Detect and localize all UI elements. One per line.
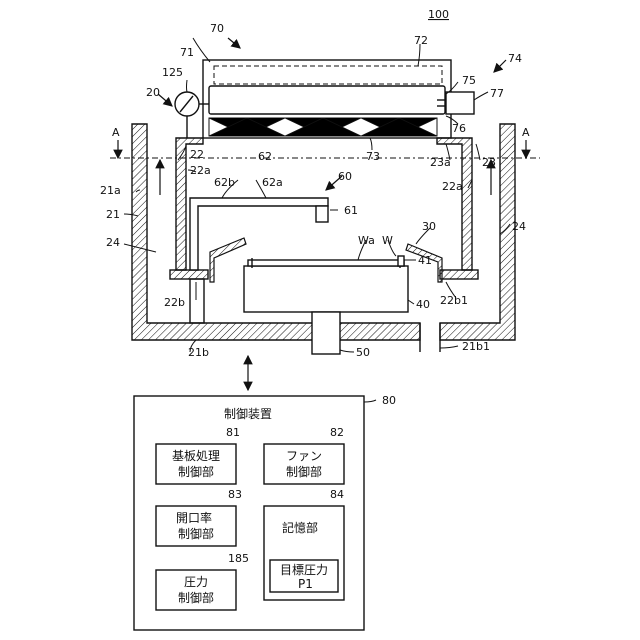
label-30: 30 <box>422 220 436 233</box>
label-60: 60 <box>338 170 352 183</box>
wafer-W <box>248 260 404 266</box>
label-24-right: 24 <box>512 220 526 233</box>
block-81-l2: 制御部 <box>178 464 214 479</box>
section-line-aa <box>110 140 540 158</box>
label-125: 125 <box>162 66 183 79</box>
label-21: 21 <box>106 208 120 221</box>
label-70: 70 <box>210 22 224 35</box>
block-82-l2: 制御部 <box>286 464 322 479</box>
shaft-50 <box>312 312 340 354</box>
label-76: 76 <box>452 122 466 135</box>
block-82-l1: ファン <box>286 449 322 463</box>
label-80: 80 <box>382 394 396 407</box>
ref-83: 83 <box>228 488 242 501</box>
label-23: 23 <box>482 156 496 169</box>
ffu-filter-72 <box>214 66 442 84</box>
label-77: 77 <box>490 87 504 100</box>
label-24-left: 24 <box>106 236 120 249</box>
label-41: 41 <box>418 254 432 267</box>
label-62b: 62b <box>214 176 235 189</box>
block-185-l2: 制御部 <box>178 590 214 605</box>
drain-21b1 <box>420 323 440 352</box>
storage-l2: P1 <box>298 577 313 591</box>
fan-filter-unit <box>203 60 474 138</box>
block-185-l1: 圧力 <box>184 575 208 589</box>
label-22a: 22a <box>190 164 211 177</box>
label-21a: 21a <box>100 184 121 197</box>
label-75: 75 <box>462 74 476 87</box>
chuck-pin-41 <box>398 256 404 266</box>
label-a-left: A <box>112 126 120 139</box>
label-a-right: A <box>522 126 530 139</box>
label-21b: 21b <box>188 346 209 359</box>
label-62a: 62a <box>262 176 283 189</box>
label-40: 40 <box>416 298 430 311</box>
label-74: 74 <box>508 52 522 65</box>
ref-81: 81 <box>226 426 240 439</box>
nozzle-61 <box>316 206 328 222</box>
label-72: 72 <box>414 34 428 47</box>
ref-82: 82 <box>330 426 344 439</box>
label-22a-right: 22a <box>442 180 463 193</box>
block-84-l1: 記憶部 <box>282 520 318 535</box>
ref-84: 84 <box>330 488 344 501</box>
motor-77 <box>446 92 474 114</box>
block-83-l1: 開口率 <box>176 510 212 525</box>
label-21b1: 21b1 <box>462 340 490 353</box>
label-71: 71 <box>180 46 194 59</box>
filter-73-crosses <box>209 118 437 136</box>
label-22b1: 22b1 <box>440 294 468 307</box>
label-73: 73 <box>366 150 380 163</box>
label-20: 20 <box>146 86 160 99</box>
block-81-l1: 基板処理 <box>172 449 220 463</box>
label-62: 62 <box>258 150 272 163</box>
label-100: 100 <box>428 8 449 21</box>
ref-185: 185 <box>228 552 249 565</box>
block-83-l2: 制御部 <box>178 526 214 541</box>
label-22b: 22b <box>164 296 185 309</box>
label-50: 50 <box>356 346 370 359</box>
controller-title: 制御装置 <box>224 406 272 421</box>
label-wa: Wa <box>358 234 375 247</box>
storage-l1: 目標圧力 <box>280 563 328 577</box>
label-23a: 23a <box>430 156 451 169</box>
label-w: W <box>382 234 393 247</box>
label-61: 61 <box>344 204 358 217</box>
label-22: 22 <box>190 148 204 161</box>
controller-80: 80 制御装置 81 基板処理 制御部 82 ファン 制御部 83 開口率 制御… <box>134 394 396 630</box>
